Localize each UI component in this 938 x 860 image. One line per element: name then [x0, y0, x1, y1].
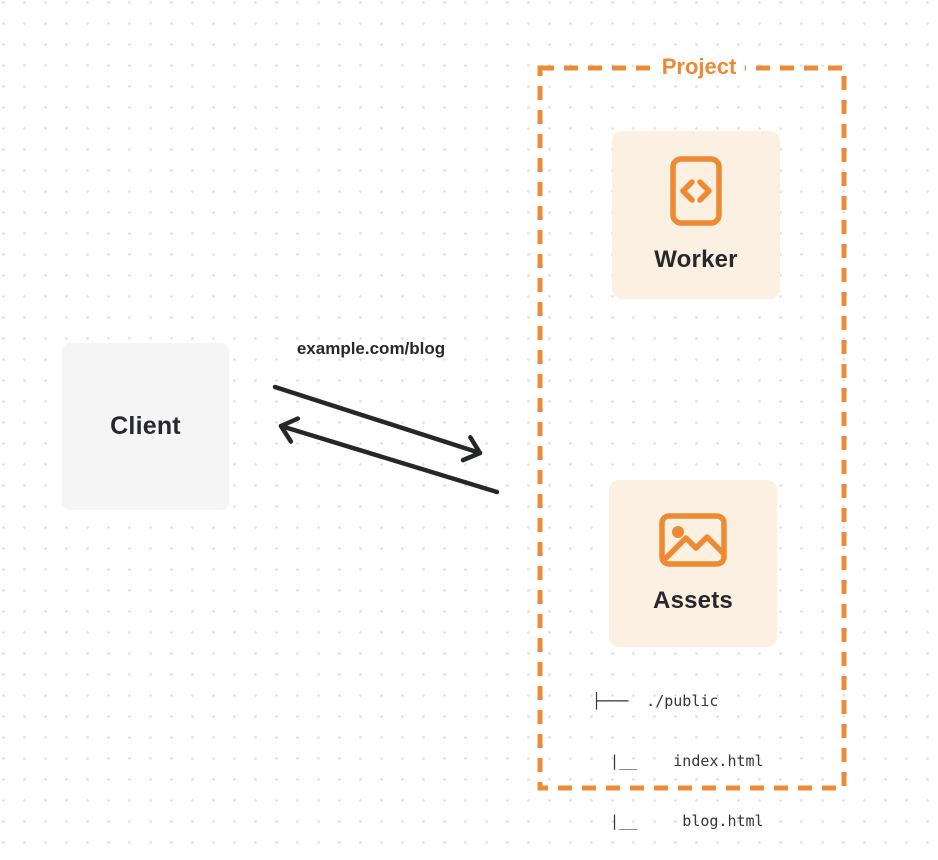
assets-label: Assets	[653, 586, 733, 614]
worker-node: Worker	[612, 131, 780, 299]
client-node: Client	[62, 343, 229, 510]
assets-file-tree: ├─── ./public |__ index.html |__ blog.ht…	[592, 651, 764, 860]
worker-label: Worker	[654, 246, 738, 273]
response-arrow	[278, 416, 500, 495]
image-icon	[659, 512, 727, 567]
file-tree-line: |__ blog.html	[592, 812, 764, 830]
file-tree-line: |__ index.html	[592, 752, 764, 770]
assets-node: Assets	[609, 480, 777, 647]
request-url-label: example.com/blog	[296, 339, 446, 358]
request-arrow	[272, 384, 483, 463]
code-file-icon	[670, 156, 722, 226]
client-label: Client	[110, 412, 181, 440]
file-tree-line: ├─── ./public	[592, 692, 719, 710]
project-label: Project	[653, 52, 745, 82]
